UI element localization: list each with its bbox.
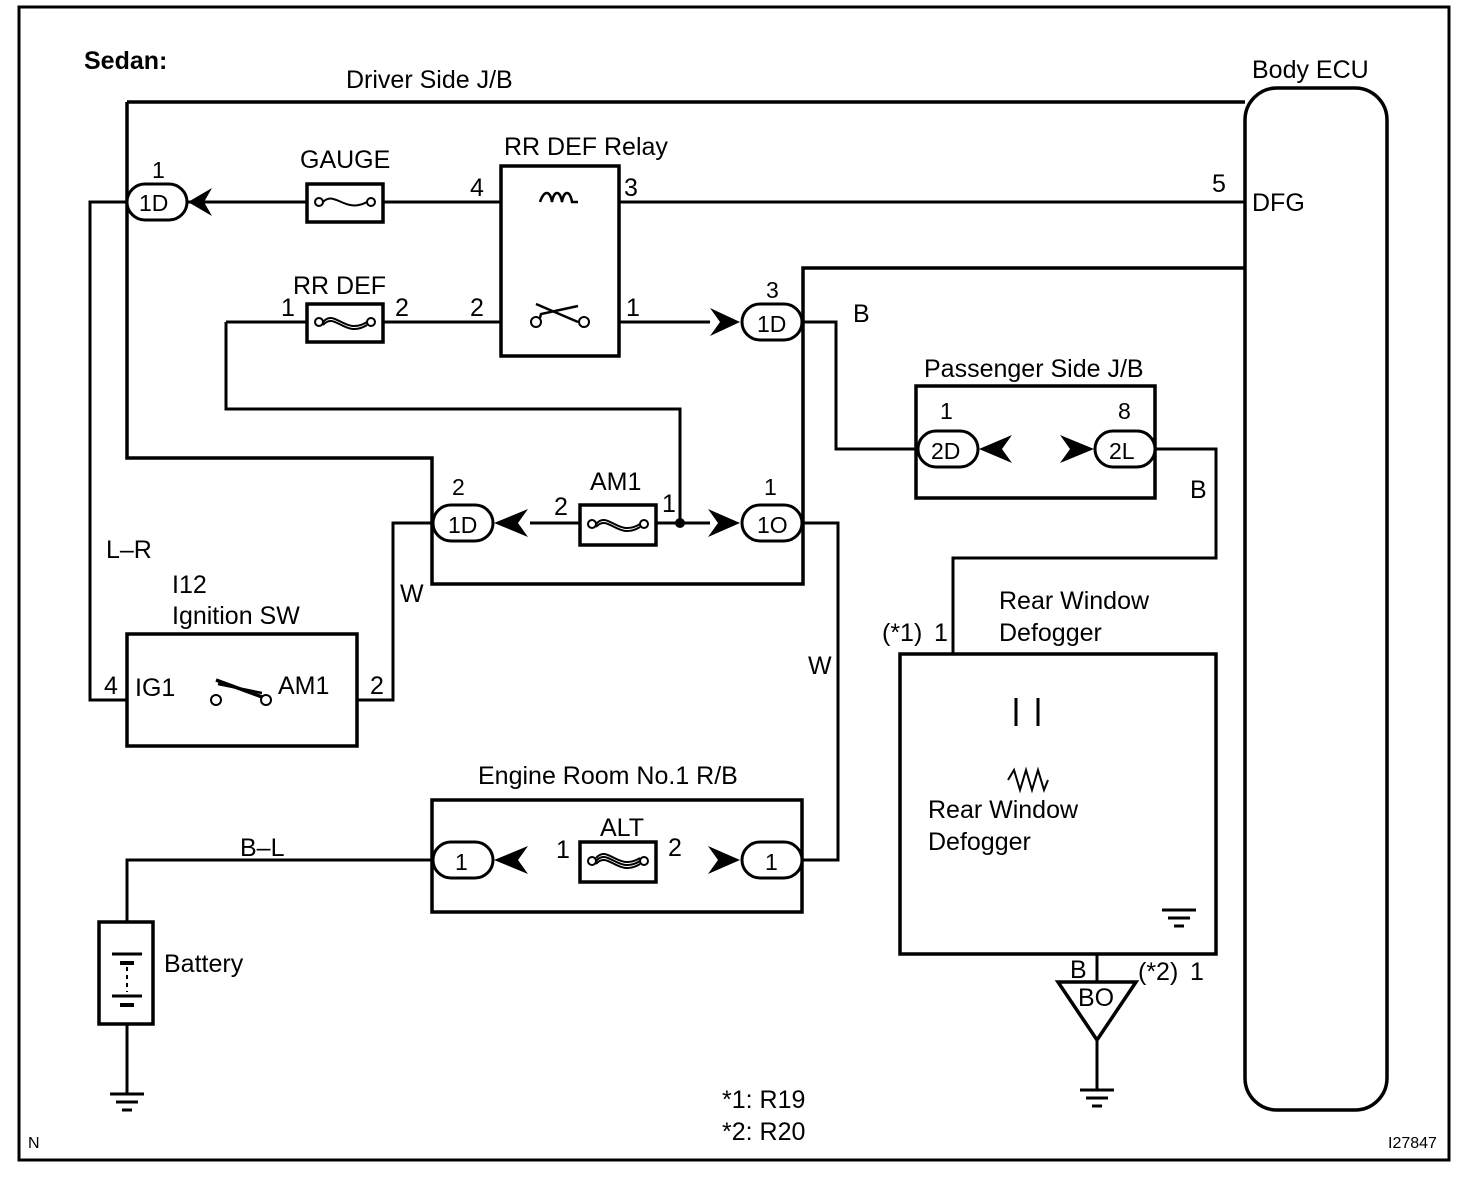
arrow-1d-left bbox=[188, 188, 212, 216]
heater-label-2: Defogger bbox=[928, 828, 1031, 856]
wire-color-alt-w: W bbox=[808, 652, 832, 680]
am1-fuse-label: AM1 bbox=[590, 468, 641, 496]
am1-fuse-pin1: 1 bbox=[662, 490, 676, 518]
connector-2l-code: 2L bbox=[1109, 438, 1135, 464]
connector-1d-left: 1D 1 bbox=[125, 157, 212, 222]
ignition-pin4: 4 bbox=[104, 672, 118, 700]
arrow-1o bbox=[708, 509, 740, 537]
arrow-1d-mid bbox=[494, 509, 528, 537]
connector-1d-mid-code: 1D bbox=[448, 512, 477, 538]
wire-color-pjb-in: B bbox=[853, 300, 870, 328]
arrow-1d-right bbox=[710, 308, 740, 336]
gauge-fuse: GAUGE bbox=[300, 146, 390, 224]
defogger-conn-pin: 1 bbox=[934, 619, 948, 647]
alt-fuse-pin1: 1 bbox=[556, 836, 570, 864]
driver-jb-label: Driver Side J/B bbox=[346, 66, 513, 94]
connector-1o-pin: 1 bbox=[764, 474, 777, 500]
ground-symbol-battery bbox=[110, 1092, 144, 1112]
connector-er-right-code: 1 bbox=[765, 849, 778, 875]
ignition-pin2: 2 bbox=[370, 672, 384, 700]
arrow-er-left bbox=[494, 846, 528, 874]
note-r19: *1: R19 bbox=[722, 1086, 805, 1114]
arrow-er-right bbox=[708, 846, 740, 874]
connector-1d-right-code: 1D bbox=[757, 311, 786, 337]
heater-resistor bbox=[1007, 766, 1049, 794]
junction-dot-am1 bbox=[675, 518, 685, 528]
ground-symbol-bo bbox=[1080, 1088, 1114, 1108]
engine-room-rb: Engine Room No.1 R/B 1 1 ALT 1 2 bbox=[430, 762, 804, 914]
body-ecu-label: Body ECU bbox=[1252, 56, 1369, 84]
connector-2d: 2D 1 bbox=[916, 398, 1012, 469]
connector-1d-right-pin: 3 bbox=[766, 277, 779, 303]
connector-1d-mid-pin: 2 bbox=[452, 474, 465, 500]
ignition-am1: AM1 bbox=[278, 672, 329, 700]
figure-id: I27847 bbox=[1388, 1135, 1437, 1152]
ground-bo-label: BO bbox=[1078, 984, 1114, 1012]
relay-coil bbox=[538, 191, 578, 204]
wire-color-ig-feed: L–R bbox=[106, 536, 152, 564]
wire-color-am1-w: W bbox=[400, 580, 424, 608]
arrow-2d bbox=[979, 435, 1012, 463]
dfg-terminal-label: DFG bbox=[1252, 189, 1305, 217]
arrow-2l bbox=[1060, 435, 1094, 463]
ignition-ig1: IG1 bbox=[135, 674, 175, 702]
wire-color-heater-gnd: B bbox=[1070, 956, 1087, 984]
connector-er-left: 1 bbox=[431, 840, 528, 880]
alt-fuse-label: ALT bbox=[600, 814, 644, 842]
rrdef-pin2: 2 bbox=[395, 294, 409, 322]
defogger-label-2: Defogger bbox=[999, 619, 1102, 647]
dfg-pin-label: 5 bbox=[1212, 170, 1226, 198]
connector-1o: 1O 1 bbox=[708, 474, 804, 543]
gauge-fuse-label: GAUGE bbox=[300, 146, 390, 174]
connector-2d-pin: 1 bbox=[940, 398, 953, 424]
rrdef-relay: RR DEF Relay 4 3 2 1 bbox=[470, 133, 668, 358]
connector-1d-mid: 1D 2 bbox=[431, 474, 528, 543]
connector-er-right: 1 bbox=[708, 840, 804, 880]
defogger-conn-ref: (*1) bbox=[882, 619, 922, 647]
engine-room-label: Engine Room No.1 R/B bbox=[478, 762, 738, 790]
alt-fuse: ALT 1 2 bbox=[556, 814, 682, 884]
defogger-label-1: Rear Window bbox=[999, 587, 1150, 615]
ignition-switch: I12 Ignition SW IG1 AM1 4 2 bbox=[104, 571, 384, 748]
battery: Battery bbox=[97, 920, 244, 1026]
passenger-jb-label: Passenger Side J/B bbox=[924, 355, 1144, 383]
connector-2l: 2L 8 bbox=[1060, 398, 1157, 469]
relay-pin3: 3 bbox=[624, 174, 638, 202]
variant-label: Sedan: bbox=[84, 47, 167, 75]
bo-ref: (*2) bbox=[1138, 958, 1178, 986]
wire-color-battery: B–L bbox=[240, 834, 285, 862]
driver-jb-boundary: Driver Side J/B bbox=[125, 66, 1245, 586]
ground-bo: BO (*2) 1 bbox=[1054, 958, 1204, 1044]
connector-2d-code: 2D bbox=[931, 438, 960, 464]
wire-color-pjb-out: B bbox=[1190, 476, 1207, 504]
alt-fuse-pin2: 2 bbox=[668, 834, 682, 862]
rrdef-fuse-label: RR DEF bbox=[293, 272, 386, 300]
relay-pin4: 4 bbox=[470, 174, 484, 202]
diagram-frame bbox=[17, 5, 1451, 1162]
body-ecu: Body ECU DFG 5 bbox=[1212, 56, 1389, 1112]
relay-pin2: 2 bbox=[470, 294, 484, 322]
rear-window-defogger: Rear Window Defogger (*1) 1 Rear Window … bbox=[882, 587, 1218, 956]
heater-label-1: Rear Window bbox=[928, 796, 1079, 824]
rrdef-pin1: 1 bbox=[281, 294, 295, 322]
connector-er-left-code: 1 bbox=[455, 849, 468, 875]
corner-letter: N bbox=[28, 1135, 40, 1152]
ignition-name: Ignition SW bbox=[172, 602, 300, 630]
connector-1d-right: 1D 3 bbox=[710, 277, 804, 342]
note-r20: *2: R20 bbox=[722, 1118, 805, 1146]
relay-pin1: 1 bbox=[626, 294, 640, 322]
bo-pin: 1 bbox=[1190, 958, 1204, 986]
am1-fuse: AM1 2 1 bbox=[554, 468, 676, 547]
connector-1d-left-pin: 1 bbox=[152, 157, 165, 183]
passenger-jb: Passenger Side J/B 2D 1 2L 8 bbox=[914, 355, 1157, 500]
am1-fuse-pin2: 2 bbox=[554, 493, 568, 521]
connector-1o-code: 1O bbox=[757, 512, 788, 538]
rrdef-fuse: RR DEF 1 2 bbox=[281, 272, 409, 344]
rrdef-relay-label: RR DEF Relay bbox=[504, 133, 668, 161]
battery-label: Battery bbox=[164, 950, 244, 978]
ignition-id: I12 bbox=[172, 571, 207, 599]
connector-2l-pin: 8 bbox=[1118, 398, 1131, 424]
connector-1d-left-code: 1D bbox=[139, 190, 168, 216]
